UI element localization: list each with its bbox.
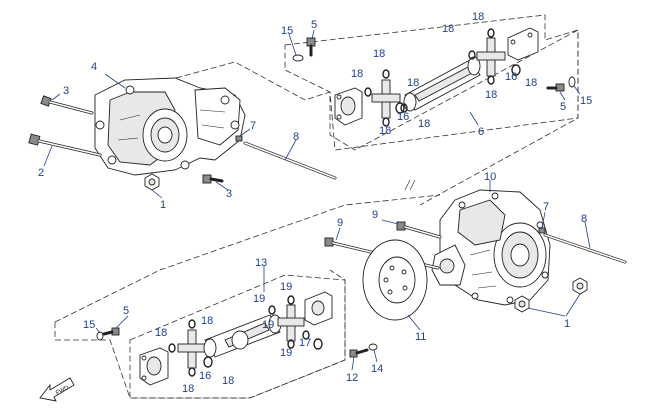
callout-9-left: 9	[337, 217, 343, 229]
callout-18-a: 18	[373, 48, 385, 60]
callout-19-d: 19	[280, 347, 292, 359]
callout-15-front-top: 15	[281, 25, 293, 37]
callout-10: 10	[484, 171, 496, 183]
bolt-5-front-right	[546, 76, 576, 92]
callout-18-e: 18	[418, 118, 430, 130]
callout-8-front: 8	[293, 131, 299, 143]
callout-18-i: 18	[485, 89, 497, 101]
rear-flange-right	[304, 291, 333, 326]
front-differential-housing	[94, 77, 246, 176]
front-flange-right	[507, 27, 539, 61]
callout-18-c: 18	[407, 77, 419, 89]
bolt-3-lower	[202, 174, 224, 184]
callout-19-c: 19	[262, 319, 274, 331]
callout-5-front-top: 5	[311, 19, 317, 31]
callout-15-front-right: 15	[580, 95, 592, 107]
callout-18-b: 18	[351, 68, 363, 80]
callout-9-right: 9	[372, 209, 378, 221]
callout-14: 14	[371, 363, 383, 375]
front-cross-joint-left	[371, 79, 401, 119]
callout-12: 12	[346, 372, 358, 384]
callout-1-front: 1	[160, 199, 166, 211]
rod-8-rear	[543, 233, 627, 264]
nut-1-front	[144, 173, 160, 191]
callout-6: 6	[478, 126, 484, 138]
rear-driveshaft-group-outline	[129, 274, 346, 399]
nut-1-rear-b	[572, 277, 588, 295]
callout-2: 2	[38, 167, 44, 179]
nut-1-rear-a	[514, 295, 530, 313]
callout-18-m: 18	[222, 375, 234, 387]
pin-7-front	[235, 135, 243, 142]
callout-3-lower: 3	[226, 188, 232, 200]
pin-7-rear	[538, 227, 546, 234]
callout-18-l: 18	[182, 383, 194, 395]
snap-rings-rear	[168, 295, 323, 377]
callout-7-rear: 7	[543, 201, 549, 213]
callout-18-h: 18	[525, 77, 537, 89]
callout-4: 4	[91, 61, 97, 73]
fwd-direction-arrow: FWD	[39, 377, 75, 402]
front-flange-yoke	[334, 87, 363, 126]
callout-18-d: 18	[379, 125, 391, 137]
callout-18-g: 18	[472, 11, 484, 23]
callout-17: 17	[299, 337, 311, 349]
callout-16-b: 16	[505, 71, 517, 83]
callout-5-front-right: 5	[560, 101, 566, 113]
brake-disc-11	[362, 239, 428, 321]
rear-flange-yoke	[139, 347, 169, 386]
washer-14	[368, 343, 378, 351]
callout-13: 13	[255, 257, 267, 269]
break-mark	[404, 179, 416, 191]
rear-assembly-outline	[54, 194, 441, 323]
front-driveshaft-group-outline	[284, 14, 579, 151]
callout-11: 11	[415, 331, 426, 343]
bolt-3-upper	[40, 95, 94, 115]
rear-differential-housing	[431, 189, 551, 306]
front-cross-joint-right	[476, 37, 506, 77]
rod-8-front	[243, 141, 337, 180]
long-bolt-2	[28, 133, 102, 157]
callout-16-a: 16	[397, 111, 409, 123]
front-driveshaft-tube	[403, 56, 481, 112]
callout-8-rear: 8	[581, 213, 587, 225]
callout-7-front: 7	[250, 120, 256, 132]
bolt-5-rear	[96, 327, 120, 341]
bolt-5-front-top	[292, 37, 316, 62]
callout-19-a: 19	[253, 293, 265, 305]
callout-5-rear: 5	[123, 305, 129, 317]
callout-1-rear: 1	[564, 318, 570, 330]
callout-numbers: 4 3 2 1 3 7 8 5 15 6 5 15 18 18 18 18 16…	[38, 11, 592, 395]
rear-cross-joint-left	[177, 329, 207, 369]
callout-18-j: 18	[155, 327, 167, 339]
callout-3-upper: 3	[63, 85, 69, 97]
bolt-9-upper	[396, 221, 442, 239]
snap-rings-front	[364, 28, 521, 127]
bolt-12	[349, 348, 369, 358]
callout-18-k: 18	[201, 315, 213, 327]
callout-15-rear: 15	[83, 319, 95, 331]
rear-cross-joint-right	[277, 304, 305, 342]
leader-lines	[43, 29, 591, 371]
callout-18-f: 18	[442, 23, 454, 35]
callout-16-c: 16	[199, 370, 211, 382]
callout-19-b: 19	[280, 281, 292, 293]
